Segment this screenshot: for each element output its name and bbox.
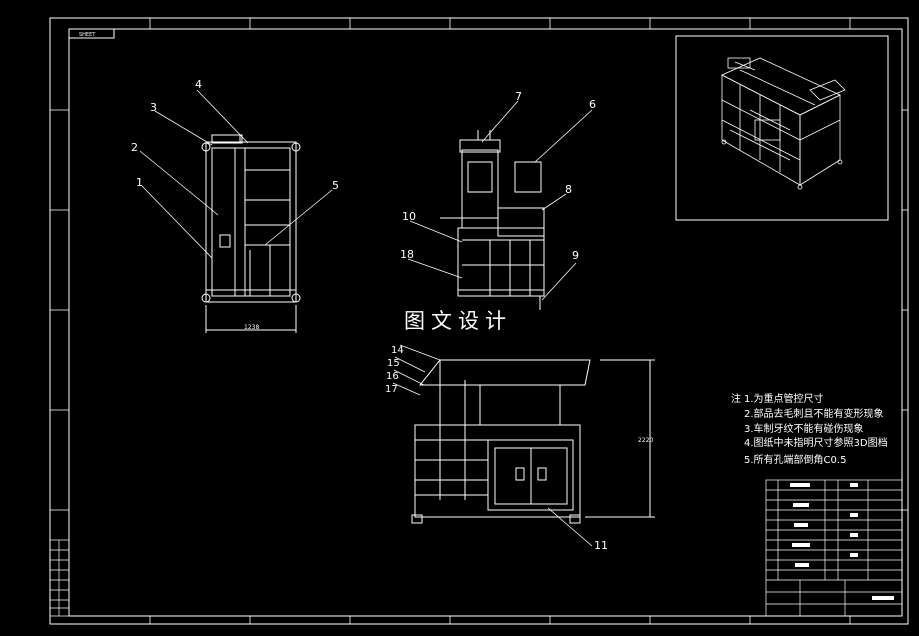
front-width-dimension: 1238 (244, 324, 259, 331)
border-ticks (50, 18, 908, 624)
note-3: 3.车制牙纹不能有碰伤现象 (744, 424, 864, 435)
front-view (201, 134, 301, 333)
side-height-dimension: 2220 (638, 437, 653, 444)
part-label-14: 14 (391, 345, 404, 356)
part-label-9: 9 (572, 249, 579, 262)
note-5: 5.所有孔端部倒角C0.5 (744, 455, 847, 466)
note-4: 4.图纸中未指明尺寸参照3D图档 (744, 438, 888, 449)
iso-view-frame (675, 35, 889, 221)
note-prefix: 注 (731, 394, 741, 405)
part-label-16: 16 (386, 371, 399, 382)
part-label-6: 6 (589, 98, 596, 111)
part-label-18: 18 (400, 248, 414, 261)
part-label-17: 17 (385, 384, 398, 395)
leader-lines (139, 89, 593, 547)
watermark-text: 图文设计 (400, 305, 516, 335)
iso-view (721, 57, 846, 190)
part-label-3: 3 (150, 101, 157, 114)
part-label-4: 4 (195, 78, 202, 91)
part-label-10: 10 (402, 210, 416, 223)
outer-border (49, 17, 909, 625)
revision-strip (49, 539, 70, 617)
part-label-7: 7 (515, 90, 522, 103)
part-label-8: 8 (565, 183, 572, 196)
note-1: 1.为重点管控尺寸 (744, 394, 824, 405)
title-tab-text: SHEET (79, 32, 96, 38)
inner-border (68, 28, 903, 617)
part-label-1: 1 (136, 176, 143, 189)
part-label-2: 2 (131, 141, 138, 154)
title-block-fills (790, 483, 894, 600)
side-view (440, 130, 545, 310)
title-block (765, 479, 903, 617)
note-2: 2.部品去毛刺且不能有变形现象 (744, 409, 884, 420)
part-label-11: 11 (594, 539, 608, 552)
part-label-5: 5 (332, 179, 339, 192)
part-labels: 1 2 3 4 5 6 7 8 9 10 11 14 15 16 17 18 (131, 78, 608, 552)
bottom-view (411, 359, 655, 524)
title-tab (68, 28, 115, 39)
part-label-15: 15 (387, 358, 400, 369)
